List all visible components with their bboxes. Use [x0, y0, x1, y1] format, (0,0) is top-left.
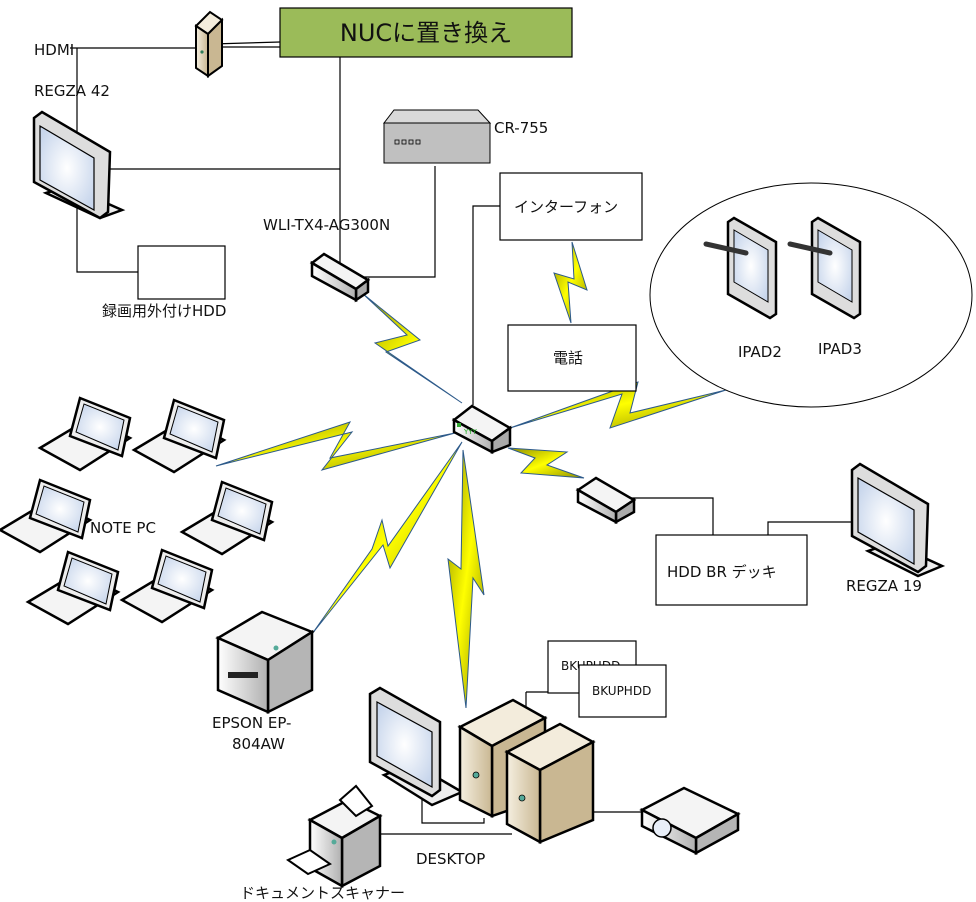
laptop-icon	[25, 550, 121, 626]
wli-label: WLI-TX4-AG300N	[263, 216, 390, 234]
wireless-link-printer	[311, 441, 463, 635]
regza42-label: REGZA 42	[34, 82, 110, 100]
telephone-label: 電話	[553, 349, 583, 367]
laptop-icon	[179, 480, 275, 556]
bkuphdd-label-front: BKUPHDD	[592, 684, 651, 698]
cr755-icon	[382, 109, 492, 164]
ipad2-icon	[703, 216, 778, 320]
bkuphdd-box-front	[578, 664, 667, 718]
recording-hdd-box	[137, 245, 226, 300]
desktop-label: DESKTOP	[416, 850, 485, 868]
wireless-link-phone	[553, 241, 588, 324]
ipad3-label: IPAD3	[818, 340, 862, 358]
scanner-icon	[285, 784, 383, 889]
wireless-link-wli	[361, 292, 463, 404]
projector-icon	[639, 786, 741, 856]
interphone-box	[499, 172, 643, 241]
wireless-link-notepc	[215, 421, 456, 471]
ipad-group: IPAD2 IPAD3	[649, 182, 973, 408]
nuc-replace-label: NUCに置き換え	[340, 19, 512, 47]
wires	[70, 41, 898, 835]
wireless-link-switch	[507, 447, 585, 479]
note-pc-group: NOTE PC	[0, 396, 275, 626]
server-tower-icon	[504, 722, 596, 845]
recording-hdd-label: 録画用外付けHDD	[102, 302, 226, 320]
hdd-br-label: HDD BR デッキ	[667, 563, 777, 581]
laptop-icon	[0, 478, 93, 554]
cr755-label: CR-755	[494, 119, 548, 137]
printer-icon	[215, 610, 315, 715]
nuc-replace-box: NUCに置き換え	[279, 7, 573, 58]
laptop-icon	[119, 548, 215, 624]
ipad3-icon	[787, 216, 862, 320]
wireless-link-desktop	[447, 449, 485, 709]
regza42-tv-icon	[32, 110, 126, 220]
note-pc-label: NOTE PC	[90, 519, 156, 537]
scanner-label: ドキュメントスキャナー	[240, 884, 405, 902]
interphone-label: インターフォン	[514, 198, 618, 216]
telephone-box	[507, 324, 637, 392]
laptop-icon	[131, 398, 227, 474]
server-icon	[194, 10, 224, 78]
regza19-label: REGZA 19	[846, 577, 922, 595]
epson-label-line1: EPSON EP-	[212, 714, 291, 732]
laptop-icon	[37, 396, 133, 472]
svg-text:YYY: YYY	[463, 428, 478, 436]
lan-switch-icon	[575, 476, 637, 525]
ipad2-label: IPAD2	[738, 343, 782, 361]
regza19-tv-icon	[850, 462, 946, 578]
wli-switch-icon	[309, 252, 371, 303]
router-icon: YYY	[451, 404, 513, 455]
hdd-br-box	[655, 534, 808, 606]
hdmi-label: HDMI	[34, 41, 74, 59]
desktop-monitor-icon	[368, 686, 465, 807]
epson-label-line2: 804AW	[232, 735, 285, 753]
